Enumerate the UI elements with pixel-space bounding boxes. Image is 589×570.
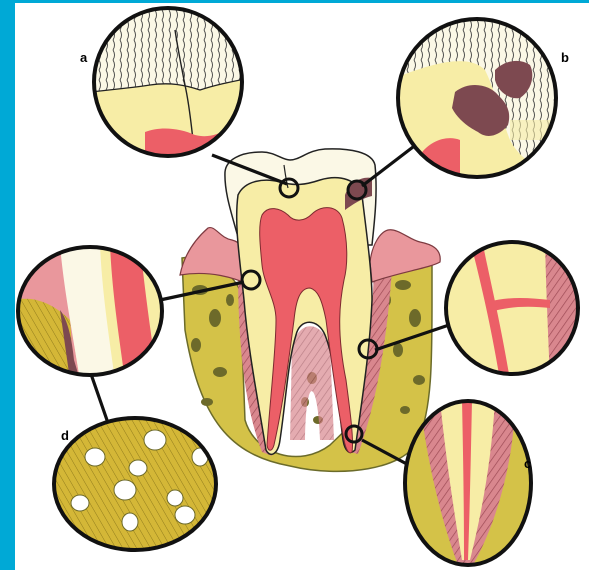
inset-b-caries — [395, 15, 565, 185]
inset-a-fissure — [90, 5, 250, 170]
label-c: c — [524, 456, 531, 471]
inset-d-bone — [50, 415, 220, 555]
label-a: a — [80, 50, 88, 65]
inset-right-canal — [445, 240, 580, 380]
label-b: b — [561, 50, 569, 65]
label-d: d — [61, 428, 69, 443]
inset-left-gingiva — [15, 245, 165, 380]
main-tooth — [180, 149, 440, 471]
